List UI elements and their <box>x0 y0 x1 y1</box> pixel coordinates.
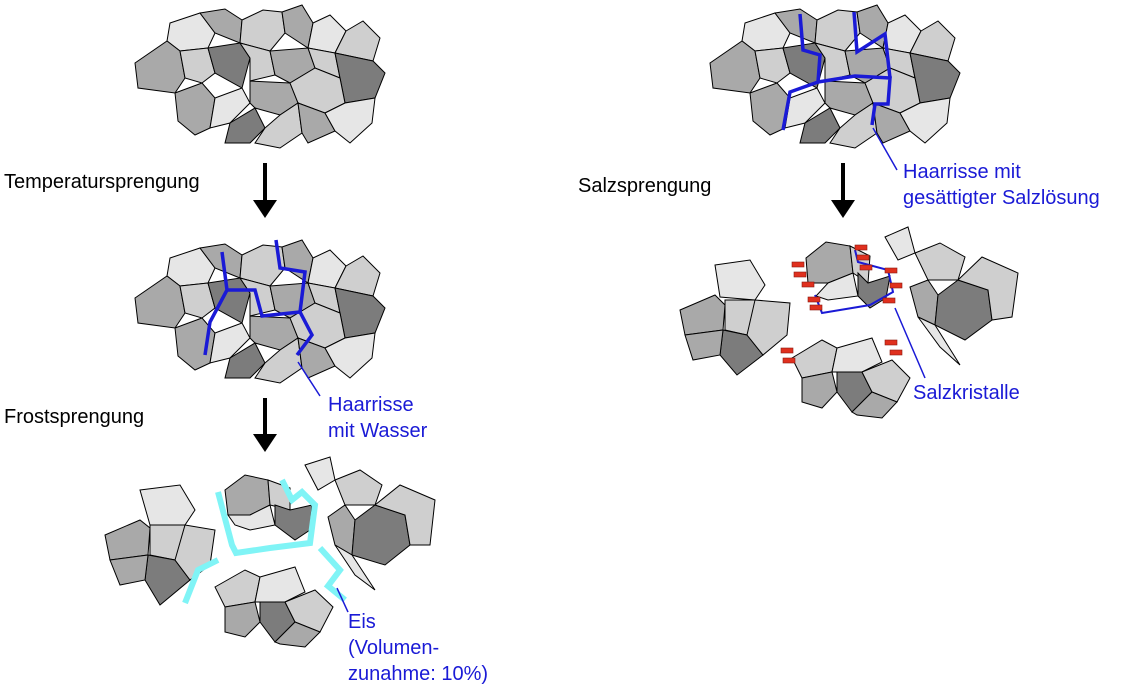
leader-line-haarrisse-salz <box>872 127 898 171</box>
salt-crystal <box>884 267 898 274</box>
salt-fragment-left-grain <box>679 294 726 336</box>
frost-fragment-bottom-grain <box>254 566 306 603</box>
rock-intact-top-grain <box>134 40 186 94</box>
rock-cracked-salt-grain <box>909 20 956 62</box>
salt-fragment-right-grain <box>909 279 939 326</box>
rock-cracked-water-grain <box>334 255 381 297</box>
rock-cracked-salt-grain <box>754 47 791 84</box>
salt-crack <box>817 74 892 126</box>
frost-fragment-right-grain <box>334 469 383 506</box>
ice-band <box>317 545 347 603</box>
down-arrow-icon <box>831 200 855 218</box>
annotation-eis-line3: zunahme: 10%) <box>348 663 489 685</box>
frost-fragment-left-grain <box>109 554 149 586</box>
rock-cracked-salt-grain <box>899 97 951 144</box>
ice-band <box>182 557 220 605</box>
label-temperatursprengung: Temperatursprengung <box>4 171 200 193</box>
salt-crystal <box>793 271 807 278</box>
leader-line-salzkristalle <box>894 307 926 379</box>
salt-fragment-bottom-grain <box>801 371 838 409</box>
salt-fragment-right-grain <box>884 226 916 261</box>
salt-crystal <box>791 261 805 268</box>
rock-intact-top-grain <box>174 82 216 136</box>
frost-fragment-middle-grain <box>227 504 276 531</box>
annotation-eis-line2: (Volumen- <box>348 637 440 659</box>
salt-crystal <box>801 281 815 288</box>
label-salzsprengung: Salzsprengung <box>578 175 712 197</box>
frost-fragment-right-grain <box>327 504 356 556</box>
salt-fragment-left-grain <box>714 259 766 301</box>
annotation-haarrisse-salz-line1: Haarrisse mit <box>903 161 1021 183</box>
frost-fragment-right-grain <box>304 456 336 491</box>
rock-intact-top-grain <box>334 20 381 62</box>
salt-crystal <box>856 254 870 261</box>
salt-fragment-left-grain <box>684 329 724 361</box>
rock-cracked-water-grain <box>209 322 251 364</box>
salt-crystal <box>782 357 796 364</box>
frost-fragment-bottom-grain <box>224 601 261 638</box>
rock-intact-top-grain <box>209 87 251 129</box>
salt-fragment-right-grain <box>917 316 961 366</box>
rock-cracked-salt-grain <box>799 107 841 144</box>
salt-crystal <box>854 244 868 251</box>
frost-fragment-right-grain <box>373 484 436 546</box>
rock-cracked-water-grain <box>179 282 216 319</box>
annotation-haarrisse-wasser-line2: mit Wasser <box>328 420 428 442</box>
frost-fragment-left-grain <box>139 484 196 526</box>
salt-fragment-bottom-grain <box>831 337 883 373</box>
salt-crystal <box>882 297 896 304</box>
annotation-eis-line1: Eis <box>348 611 376 633</box>
leader-line-eis <box>336 587 349 613</box>
salt-crystal <box>807 296 821 303</box>
water-crack <box>226 288 315 357</box>
frost-fragment-bottom-grain <box>274 621 321 648</box>
ice-band <box>215 478 319 557</box>
salt-crystal <box>884 339 898 346</box>
rock-intact-top-grain <box>297 102 336 144</box>
rock-intact-top-grain <box>224 107 266 144</box>
down-arrow-icon <box>253 200 277 218</box>
frost-fragment-right-grain <box>334 544 376 591</box>
salt-crystal <box>889 282 903 289</box>
salt-crack <box>852 11 892 79</box>
rock-cracked-water-grain <box>134 275 186 329</box>
salt-solution-outline <box>814 249 895 315</box>
salt-crystal <box>809 304 823 311</box>
salt-crystal <box>889 349 903 356</box>
salt-fragment-right-grain <box>957 256 1019 321</box>
salt-crack <box>781 13 822 131</box>
annotation-haarrisse-wasser-line1: Haarrisse <box>328 394 414 416</box>
salt-fragment-middle-grain <box>815 272 859 301</box>
frost-fragment-bottom-grain <box>214 569 261 608</box>
rock-cracked-water-grain <box>297 337 336 379</box>
rock-intact-top-grain <box>179 47 216 84</box>
water-crack <box>203 251 229 356</box>
rock-cracked-water-grain <box>324 332 376 379</box>
salt-fragment-left-grain <box>746 299 791 356</box>
rock-intact-top-grain <box>238 42 276 82</box>
rock-intact-top-grain <box>207 42 251 89</box>
annotation-haarrisse-salz-line2: gesättigter Salzlösung <box>903 187 1100 209</box>
rock-intact-top-grain <box>281 4 314 49</box>
frost-fragment-left-grain <box>104 519 151 561</box>
salt-crystal <box>780 347 794 354</box>
frost-fragment-middle-grain <box>274 504 313 541</box>
rock-cracked-salt-grain <box>709 40 761 94</box>
salt-crystal <box>859 264 873 271</box>
frost-fragment-bottom-grain <box>284 589 334 633</box>
water-crack <box>274 239 307 313</box>
rock-cracked-water-grain <box>281 239 314 284</box>
rock-cracked-water-grain <box>224 342 266 379</box>
salt-fragment-bottom-grain <box>851 391 898 419</box>
salt-fragment-right-grain <box>914 242 966 281</box>
down-arrow-icon <box>253 434 277 452</box>
label-frostsprengung: Frostsprengung <box>4 406 145 428</box>
leader-line-haarrisse-wasser <box>297 361 321 397</box>
annotation-salzkristalle: Salzkristalle <box>913 382 1020 404</box>
rock-cracked-salt-grain <box>872 102 911 144</box>
rock-intact-top-grain <box>324 97 376 144</box>
salt-fragment-bottom-grain <box>861 359 911 403</box>
